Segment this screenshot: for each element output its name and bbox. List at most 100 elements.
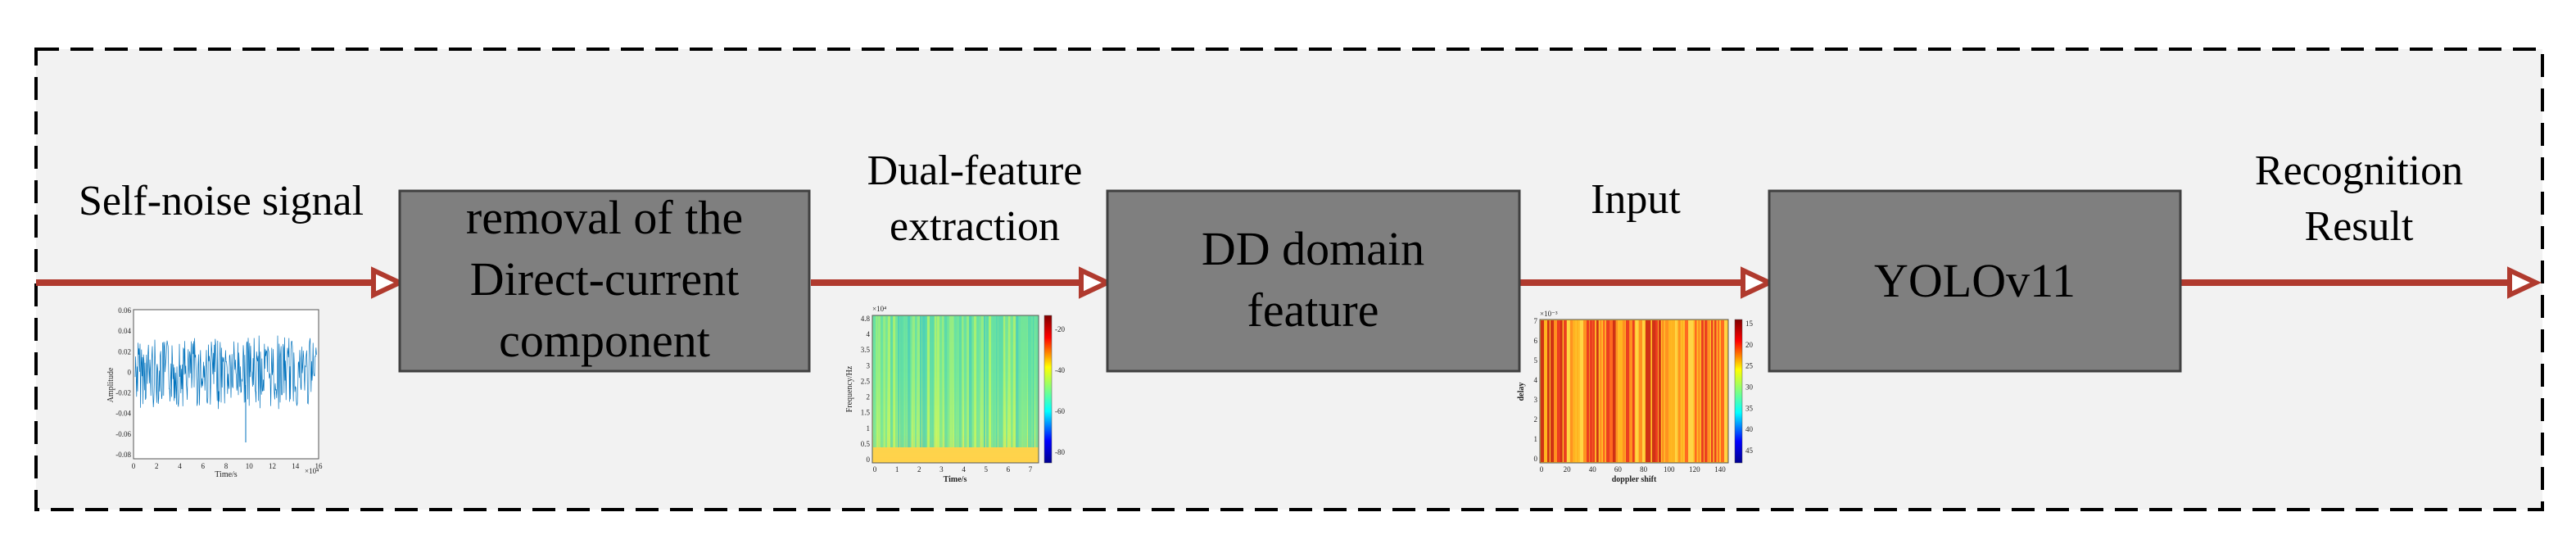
dd-map-xtick-2: 40 [1589,465,1597,474]
signal-xtick-7: 14 [292,462,300,470]
signal-x-axis-title: Time/s [215,470,238,479]
dd-domain-line-2: feature [1247,283,1379,337]
signal-xtick-2: 4 [178,462,182,470]
recognition-label-1: Recognition [2255,147,2463,194]
dd-map-ctick-6: 45 [1745,446,1754,455]
spectrogram-stripe [1018,316,1021,447]
dd-map-ytick-5: 2 [1534,415,1538,424]
spectrogram-stripe [1025,316,1028,447]
dd-map-ctick-2: 25 [1745,362,1754,370]
dd-map-xtick-0: 0 [1540,465,1544,474]
dd-map-stripe [1655,320,1659,462]
spectrogram-stripe [984,316,986,447]
spectrogram-stripe [989,316,992,447]
spectrogram-stripe [900,316,903,447]
dd-map-y-axis-title: delay [1517,383,1526,401]
yolo-label: YOLOv11 [1874,254,2076,307]
dd-map-stripe [1682,320,1684,462]
dd-map-stripe [1560,320,1563,462]
dd-map-y-exponent: ×10⁻³ [1540,310,1558,318]
dd-map-ytick-6: 1 [1534,435,1538,443]
dc-removal-box: removal of the Direct-current component [398,189,811,373]
dd-map-stripe [1665,320,1669,462]
spectrogram-colorbar [1044,315,1053,464]
signal-ytick-2: 0.02 [118,347,131,356]
dd-map-xtick-4: 80 [1640,465,1648,474]
dc-removal-line-2: Direct-current [470,252,739,306]
signal-xtick-3: 6 [201,462,206,470]
arrow-head-dc [371,266,406,299]
dd-map-stripe [1609,320,1614,462]
input-label: Input [1591,176,1681,223]
spectrogram-ytick-8: 0.5 [861,440,871,448]
spectrogram-stripe [979,316,981,447]
signal-xtick-0: 0 [132,462,136,470]
signal-ytick-7: -0.08 [115,451,131,459]
spectrogram-stripe [910,316,912,447]
dd-map-stripe [1547,320,1550,462]
spectrogram-ytick-0: 4.8 [861,315,871,323]
dd-map-stripe [1580,320,1584,462]
dd-map-xtick-6: 120 [1689,465,1700,474]
spectrogram-stripe [885,316,888,447]
signal-ytick-4: -0.02 [115,389,131,397]
spectrogram-ytick-7: 1 [867,424,871,433]
spectrogram-y-ticks: 4.843.532.521.510.50 [861,315,871,464]
spectrogram-stripe [991,316,994,447]
spectrogram-stripe [905,316,908,447]
spectrogram-stripe [1016,316,1019,447]
spectrogram-stripe [1035,316,1039,447]
spectrogram-stripe [942,316,944,447]
spectrogram-stripe [915,316,917,447]
recognition-label-2: Result [2305,203,2414,250]
signal-xtick-5: 10 [246,462,254,470]
spectrogram-y-axis-title: Frequency/Hz [845,365,854,412]
dd-map-xtick-3: 60 [1614,465,1623,474]
dd-map-stripe [1616,320,1618,462]
spectrogram-stripe [967,316,970,447]
spectrogram-stripe [935,316,937,447]
dd-domain-line-1: DD domain [1202,222,1424,275]
dd-map-stripe [1613,320,1616,462]
spectrogram-stripe [876,316,878,447]
spectrogram-stripe [1021,316,1023,447]
dd-map-xtick-5: 100 [1664,465,1675,474]
spectrogram-stripe [1008,316,1011,447]
dd-map-stripe [1672,320,1676,462]
spectrogram-stripes [873,316,1039,462]
dd-map-stripe [1636,320,1638,462]
dd-map-stripe [1551,320,1555,462]
dd-map-stripe [1714,320,1717,462]
signal-waveform [134,335,317,442]
dd-map-stripe [1698,320,1700,462]
spectrogram-stripe [878,316,881,447]
spectrogram-stripe [998,316,1002,447]
signal-ytick-5: -0.04 [115,410,131,418]
spectrogram-stripe [1013,316,1016,447]
dd-domain-box: DD domain feature [1106,189,1521,373]
spectrogram-stripe [920,316,922,447]
dd-map-stripe [1639,320,1643,462]
spectrogram-ctick-3: -80 [1055,448,1065,456]
spectrogram-stripe [981,316,985,447]
spectrogram-stripe [952,316,954,447]
dual-feature-label-2: extraction [890,203,1060,250]
dd-map-stripe [1557,320,1561,462]
dd-map-stripe [1623,320,1626,462]
spectrogram-y-exponent: ×10⁴ [872,305,886,313]
spectrogram-stripe [976,316,980,447]
spectrogram-ytick-6: 1.5 [861,409,871,417]
spectrogram-stripe [1028,316,1031,447]
dd-map-stripe [1662,320,1664,462]
spectrogram-xtick-0: 0 [873,465,877,474]
dd-map-xtick-1: 20 [1564,465,1572,474]
spectrogram-stripe [964,316,967,447]
spectrogram-xtick-6: 6 [1007,465,1011,474]
dd-map-ctick-0: 15 [1745,320,1754,328]
